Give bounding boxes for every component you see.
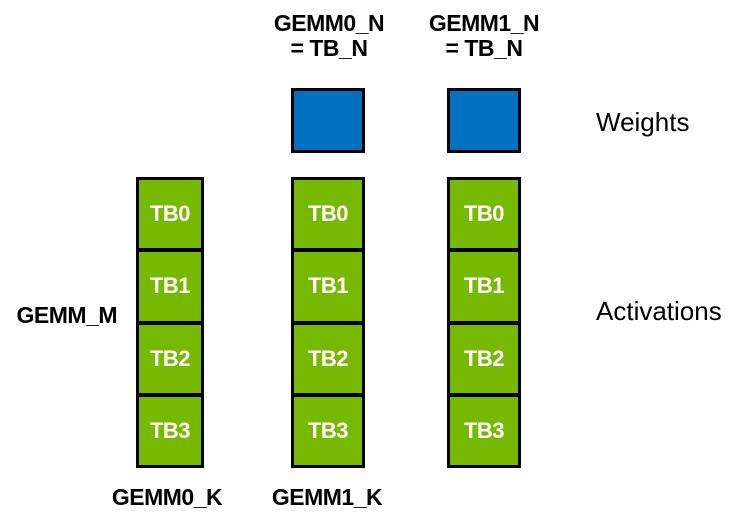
gemm1-n-label: GEMM1_N = TB_N (404, 11, 564, 61)
tile-tb2: TB2 (294, 320, 362, 393)
tile-tb1: TB1 (450, 248, 518, 321)
tile-tb3: TB3 (139, 392, 201, 465)
weights-block-gemm0 (291, 88, 365, 153)
tile-tb1: TB1 (139, 248, 201, 321)
activations-label: Activations (596, 296, 722, 326)
weights-label: Weights (596, 107, 690, 137)
tile-tb2: TB2 (450, 320, 518, 393)
gemm0-k-label: GEMM0_K (111, 484, 223, 510)
tile-tb0: TB0 (139, 180, 201, 249)
tile-tb1: TB1 (294, 248, 362, 321)
gemm1-n-line2: = TB_N (445, 35, 523, 61)
gemm-m-label: GEMM_M (16, 302, 118, 328)
gemm0-n-label: GEMM0_N = TB_N (249, 11, 409, 61)
tile-tb2: TB2 (139, 320, 201, 393)
weights-block-gemm1 (447, 88, 521, 153)
activation-column-2: TB0 TB1 TB2 TB3 (447, 177, 521, 468)
gemm0-n-line2: = TB_N (290, 35, 368, 61)
activation-column-0: TB0 TB1 TB2 TB3 (136, 177, 204, 468)
gemm1-n-line1: GEMM1_N (428, 10, 540, 36)
tile-tb0: TB0 (450, 180, 518, 249)
tile-tb3: TB3 (294, 392, 362, 465)
activation-column-1: TB0 TB1 TB2 TB3 (291, 177, 365, 468)
gemm1-k-label: GEMM1_K (271, 484, 383, 510)
gemm0-n-line1: GEMM0_N (273, 10, 385, 36)
tile-tb3: TB3 (450, 392, 518, 465)
tile-tb0: TB0 (294, 180, 362, 249)
